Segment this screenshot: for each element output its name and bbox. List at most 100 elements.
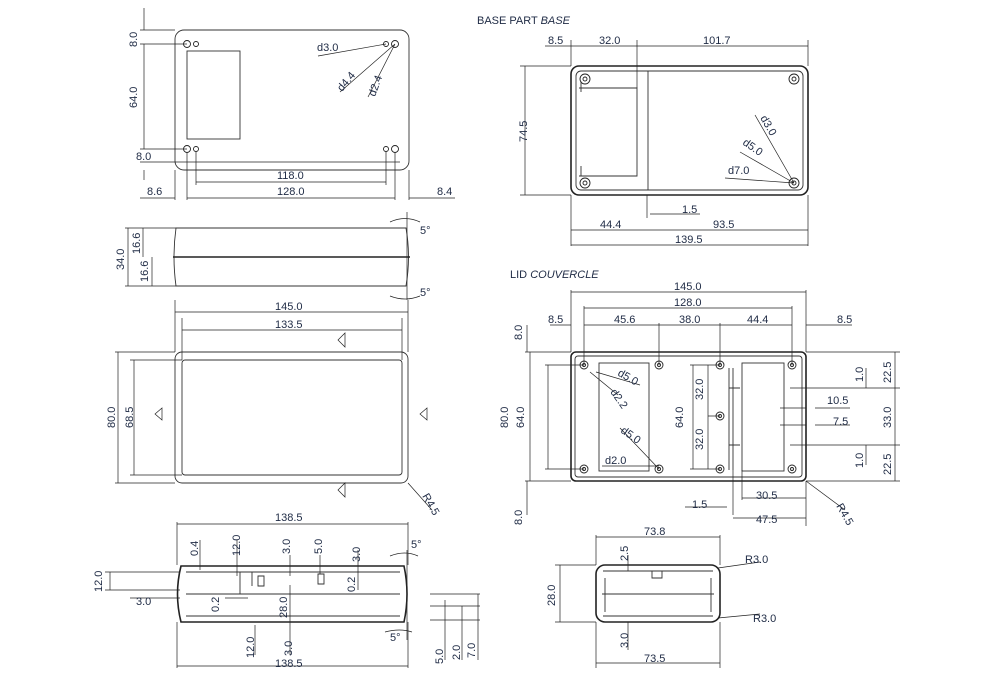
dim-32: 32.0 <box>599 35 620 47</box>
dim-28: 28.0 <box>546 585 558 606</box>
dim-128: 128.0 <box>674 297 702 309</box>
dim-44-4: 44.4 <box>747 314 768 326</box>
dim-145: 145.0 <box>674 281 702 293</box>
dim-22-5-b: 22.5 <box>882 454 894 475</box>
dim-7-5: 7.5 <box>833 416 848 428</box>
lid-view: LID COUVERCLE 145.0 128.0 8.5 45.6 38.0 … <box>499 269 900 528</box>
dim-8-top: 8.0 <box>513 325 525 340</box>
dim-118: 118.0 <box>277 170 304 182</box>
dim-10-5: 10.5 <box>827 395 848 407</box>
lid-outline <box>570 351 807 482</box>
dim-68-5: 68.5 <box>124 407 136 428</box>
dim-38: 38.0 <box>679 314 700 326</box>
dim-32-b: 32.0 <box>694 429 706 450</box>
base-bosses <box>579 73 800 189</box>
end-view: 73.8 2.5 R3.0 28.0 R3.0 3.0 73.5 <box>546 526 776 668</box>
dim-8-4: 8.4 <box>437 186 452 198</box>
angle-5-a: 5° <box>420 225 431 237</box>
dim-8-bottom: 8.0 <box>513 510 525 525</box>
dim-44-4: 44.4 <box>600 219 621 231</box>
dim-33: 33.0 <box>882 407 894 428</box>
radius-3-0-top: R3.0 <box>745 554 768 566</box>
dim-16-6-b: 16.6 <box>139 261 151 282</box>
dim-45-6: 45.6 <box>614 314 635 326</box>
angle-5-b: 5° <box>420 287 431 299</box>
dim-80: 80.0 <box>106 407 118 428</box>
top-window <box>186 50 241 140</box>
dim-138-5-top: 138.5 <box>275 512 303 524</box>
front-inner <box>181 359 403 476</box>
dim-12-top: 12.0 <box>231 535 243 556</box>
dim-2-0: 2.0 <box>451 645 463 660</box>
dim-145: 145.0 <box>275 301 303 313</box>
dim-80: 80.0 <box>499 407 511 428</box>
dim-0-4: 0.4 <box>189 541 201 556</box>
dim-93-5: 93.5 <box>713 219 734 231</box>
front-outline <box>174 351 409 484</box>
dim-0-2-a: 0.2 <box>210 597 222 612</box>
lid-window-right <box>741 362 785 472</box>
top-view: 8.0 64.0 8.0 8.6 118.0 128.0 8.4 d3.0 d4… <box>128 8 455 200</box>
top-holes <box>183 40 399 153</box>
dim-1-0-b: 1.0 <box>854 453 866 468</box>
dim-1-5: 1.5 <box>692 499 707 511</box>
dim-3-0-left: 3.0 <box>136 596 151 608</box>
dim-73-8: 73.8 <box>644 526 665 538</box>
dim-3-0-a: 3.0 <box>281 539 293 554</box>
dim-64-left: 64.0 <box>515 407 527 428</box>
dim-64: 64.0 <box>128 87 140 108</box>
dim-8-bottom: 8.0 <box>136 151 151 163</box>
front-view: 145.0 133.5 80.0 68.5 R4.5 <box>106 300 441 518</box>
dim-22-5-a: 22.5 <box>882 362 894 383</box>
angle-5-top: 5° <box>411 539 422 551</box>
dim-3-0-b: 3.0 <box>351 547 363 562</box>
dim-8-5: 8.5 <box>548 35 563 47</box>
dim-1-5: 1.5 <box>682 204 697 216</box>
dim-3-0: 3.0 <box>619 633 631 648</box>
label-d2-4: d2.4 <box>367 74 386 98</box>
radius-4-5: R4.5 <box>419 492 441 518</box>
top-outline <box>174 29 410 171</box>
label-d5-0-b: d5.0 <box>618 425 642 447</box>
dim-5-0-b: 5.0 <box>434 649 446 664</box>
dim-2-5: 2.5 <box>619 546 631 561</box>
dim-12-left: 12.0 <box>93 571 105 592</box>
end-outline <box>595 564 721 623</box>
dim-73-5: 73.5 <box>644 653 665 665</box>
dim-133-5: 133.5 <box>275 319 303 331</box>
dim-7-0: 7.0 <box>466 643 478 658</box>
base-view: BASE PART BASE 8.5 32.0 101.7 74.5 d3.0 … <box>477 15 809 246</box>
label-d3-0: d3.0 <box>317 42 338 54</box>
label-d7-0: d7.0 <box>728 165 749 177</box>
lid-title: LID COUVERCLE <box>510 269 599 281</box>
dim-138-5-bottom: 138.5 <box>275 658 303 670</box>
label-d5-0-a: d5.0 <box>616 367 641 388</box>
dim-28: 28.0 <box>278 597 290 618</box>
dim-74-5: 74.5 <box>518 121 530 142</box>
dim-47-5: 47.5 <box>756 514 777 526</box>
section-view: 138.5 0.4 12.0 3.0 5.0 3.0 5° 12.0 3.0 0… <box>93 512 480 670</box>
dim-128: 128.0 <box>277 186 305 198</box>
dim-8-top: 8.0 <box>128 32 140 47</box>
radius-4-5: R4.5 <box>833 502 855 528</box>
dim-139-5: 139.5 <box>675 234 703 246</box>
base-title: BASE PART BASE <box>477 15 571 27</box>
dim-8-5-right: 8.5 <box>837 314 852 326</box>
lid-window-left <box>598 362 650 472</box>
dim-5-0-a: 5.0 <box>313 539 325 554</box>
dim-8-6: 8.6 <box>147 186 162 198</box>
dim-16-6-a: 16.6 <box>131 233 143 254</box>
dim-64-mid: 64.0 <box>674 407 686 428</box>
dim-8-5-left: 8.5 <box>548 314 563 326</box>
label-d2-0: d2.0 <box>605 455 626 467</box>
radius-3-0-bottom: R3.0 <box>753 613 776 625</box>
label-d5-0: d5.0 <box>740 137 764 159</box>
label-d3-0: d3.0 <box>757 114 778 139</box>
dim-0-2-b: 0.2 <box>346 577 358 592</box>
base-outline <box>570 65 809 196</box>
dim-101-7: 101.7 <box>703 35 731 47</box>
dim-34: 34.0 <box>115 249 127 270</box>
angle-5-bottom: 5° <box>390 632 401 644</box>
dim-30-5: 30.5 <box>756 490 777 502</box>
